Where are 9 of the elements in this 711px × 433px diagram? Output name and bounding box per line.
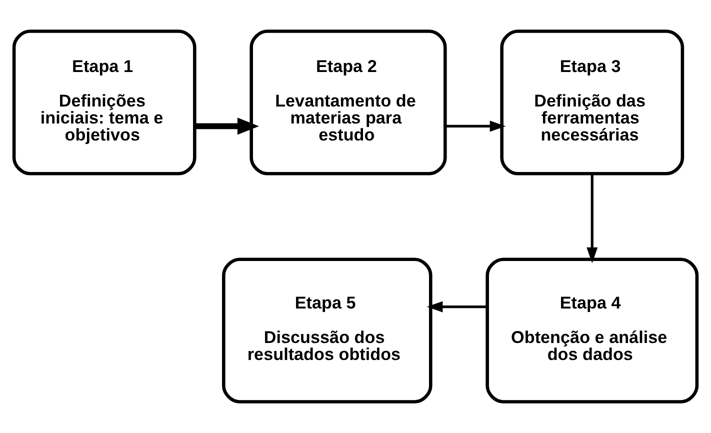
node-box: Etapa 3 Definição das ferramentas necessárias [500, 30, 684, 176]
arrow [194, 118, 260, 135]
node-box: Etapa 4 Obtenção e análise dos dados [486, 258, 699, 404]
arrow [445, 120, 506, 132]
node-box: Etapa 1 Definições iniciais: tema e objetivos [12, 30, 196, 176]
arrow [426, 301, 488, 312]
node-box: Etapa 2 Levantamento de materias para estudo [250, 30, 447, 176]
arrow [586, 174, 598, 264]
node-box: Etapa 5 Discussão dos resultados obtidos [222, 258, 432, 404]
